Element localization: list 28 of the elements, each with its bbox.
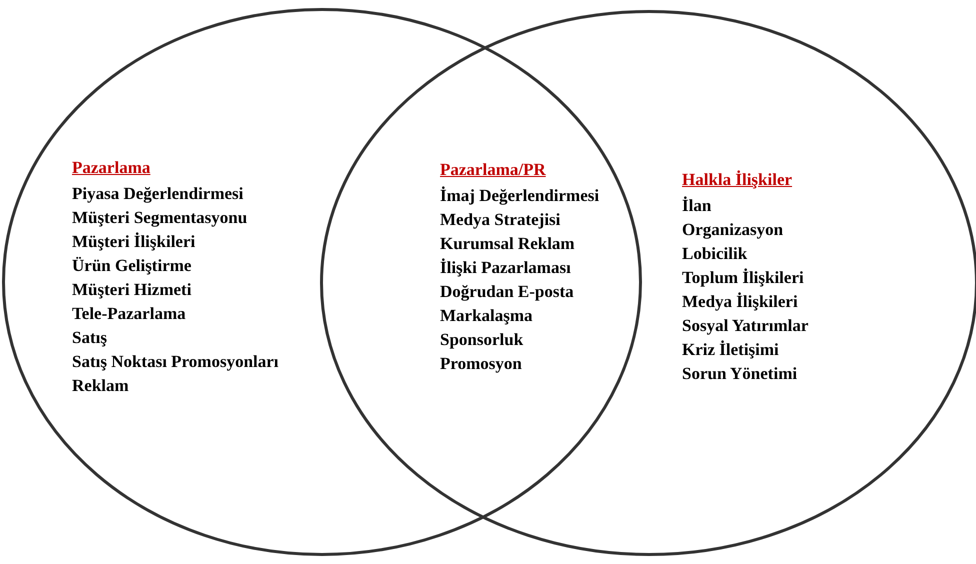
list-item: Organizasyon — [682, 220, 784, 240]
list-item: Kriz İletişimi — [682, 340, 779, 360]
list-item: Müşteri Segmentasyonu — [72, 208, 248, 228]
list-item: İlan — [682, 196, 712, 216]
list-item: Satış — [72, 328, 107, 348]
list-item: İlişki Pazarlaması — [440, 258, 571, 278]
list-item: Doğrudan E-posta — [440, 282, 574, 302]
list-item: Promosyon — [440, 354, 522, 374]
list-item: Sorun Yönetimi — [682, 364, 798, 384]
list-item: Medya İlişkileri — [682, 292, 798, 312]
list-item: Markalaşma — [440, 306, 533, 326]
list-item: Toplum İlişkileri — [682, 268, 804, 288]
list-item: Müşteri İlişkileri — [72, 232, 196, 252]
list-item: Satış Noktası Promosyonları — [72, 352, 279, 372]
list-item: Piyasa Değerlendirmesi — [72, 184, 244, 204]
list-item: Reklam — [72, 376, 129, 396]
list-item: Sosyal Yatırımlar — [682, 316, 808, 336]
region-heading: Halkla İlişkiler — [682, 170, 792, 190]
list-item: İmaj Değerlendirmesi — [440, 186, 600, 206]
region-heading: Pazarlama — [72, 158, 150, 178]
list-item: Tele-Pazarlama — [72, 304, 186, 324]
list-item: Medya Stratejisi — [440, 210, 560, 230]
list-item: Ürün Geliştirme — [72, 256, 192, 276]
list-item: Kurumsal Reklam — [440, 234, 575, 254]
list-item: Sponsorluk — [440, 330, 524, 350]
list-item: Lobicilik — [682, 244, 748, 264]
region-heading: Pazarlama/PR — [440, 160, 546, 180]
list-item: Müşteri Hizmeti — [72, 280, 192, 300]
